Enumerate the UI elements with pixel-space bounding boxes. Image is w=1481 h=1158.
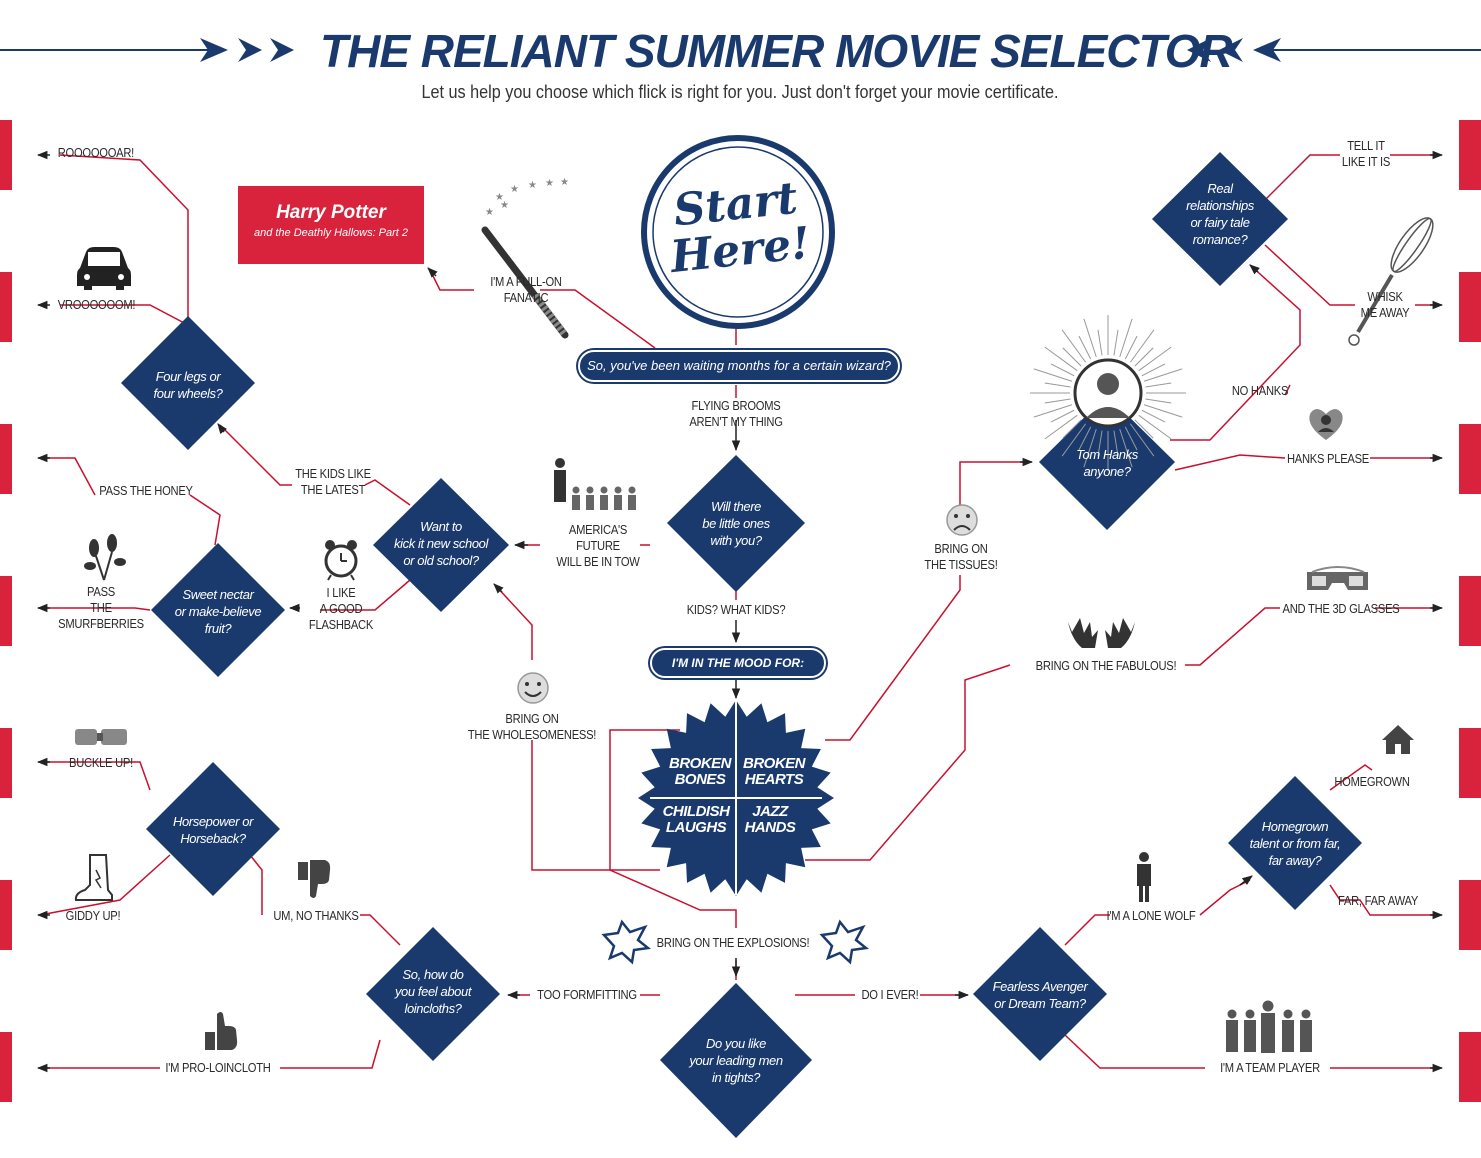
- label-too-formfitting: TOO FORMFITTING: [537, 987, 637, 1002]
- diamond-loincloths: [366, 927, 500, 1061]
- label-americas-future: AMERICA'S FUTURE WILL BE IN TOW: [556, 522, 640, 569]
- label-homegrown: HOMEGROWN: [1334, 774, 1410, 789]
- question-sweet-nectar[interactable]: Sweet nectar or make-believe fruit?: [174, 587, 262, 636]
- question-tights[interactable]: Do you like your leading men in tights?: [689, 1036, 783, 1085]
- label-fanatic: I'M A FULL-ON FANATIC: [490, 274, 562, 305]
- label-vroom: VROOOOOOM!: [57, 297, 136, 312]
- question-new-old-school[interactable]: Want to kick it new school or old school…: [394, 519, 488, 568]
- question-little-ones[interactable]: Will there be little ones with you?: [702, 499, 770, 548]
- mood-pill[interactable]: I'M IN THE MOOD FOR:: [650, 648, 826, 678]
- label-explosions: BRING ON THE EXPLOSIONS!: [656, 935, 810, 950]
- childish-laughs-option[interactable]: CHILDISH LAUGHS: [662, 803, 730, 836]
- label-kids-like-latest: THE KIDS LIKE THE LATEST: [295, 466, 371, 497]
- label-kids-what-kids: KIDS? WHAT KIDS?: [686, 602, 786, 617]
- svg-text:★: ★: [485, 207, 494, 218]
- heart-icon: [1309, 409, 1343, 440]
- diamond-new-old-school: [373, 478, 509, 612]
- question-horsepower[interactable]: Horsepower or Horseback?: [172, 814, 254, 846]
- alarm-clock-icon: [324, 540, 358, 581]
- svg-text:★: ★: [545, 178, 554, 189]
- seatbelt-icon: [75, 729, 127, 745]
- diamond-four-legs: [121, 316, 255, 450]
- flower-icon: [84, 534, 126, 581]
- label-good-flashback: I LIKE A GOOD FLASHBACK: [308, 585, 374, 632]
- left-ticket-tabs: [0, 120, 12, 1102]
- label-whisk-me: WHISK ME AWAY: [1360, 289, 1410, 320]
- diamond-sweet-nectar: [151, 543, 285, 677]
- label-hanks-please: HANKS PLEASE: [1286, 451, 1370, 466]
- label-team-player: I'M A TEAM PLAYER: [1220, 1060, 1320, 1075]
- label-wholesomeness: BRING ON THE WHOLESOMENESS!: [467, 711, 597, 742]
- whisk-icon: [1348, 217, 1434, 346]
- header-arrows-right: [1187, 38, 1481, 62]
- diamond-homegrown: [1228, 776, 1362, 910]
- question-avenger[interactable]: Fearless Avenger or Dream Team?: [992, 979, 1088, 1011]
- label-tissues: BRING ON THE TISSUES!: [924, 541, 998, 572]
- team-icon: [1226, 1000, 1312, 1053]
- jazz-hands-option[interactable]: JAZZ HANDS: [744, 803, 796, 836]
- harry-potter-subtitle: and the Deathly Hallows: Part 2: [253, 227, 409, 239]
- wand-icon: ★★★ ★★★ ★: [481, 177, 569, 339]
- explosion-icon: [601, 919, 870, 965]
- family-icon: [554, 458, 636, 510]
- label-pro-loincloth: I'M PRO-LOINCLOTH: [165, 1060, 271, 1075]
- wizard-question-pill[interactable]: So, you've been waiting months for a cer…: [578, 350, 900, 382]
- label-no-hanks: NO HANKS: [1231, 383, 1289, 398]
- label-do-i-ever: DO I EVER!: [861, 987, 919, 1002]
- label-giddy-up: GIDDY UP!: [65, 908, 121, 923]
- svg-text:★: ★: [495, 192, 504, 203]
- start-here-label: Start Here!: [668, 172, 813, 284]
- label-buckle-up: BUCKLE UP!: [69, 755, 133, 770]
- diamond-tom-hanks: [1039, 395, 1175, 530]
- right-ticket-tabs: [1459, 120, 1481, 1102]
- jazz-hands-icon: [1068, 618, 1135, 648]
- harry-potter-ticket[interactable]: Harry Potter and the Deathly Hallows: Pa…: [238, 186, 424, 264]
- diamond-real-relationships: [1152, 152, 1288, 286]
- thumbs-down-icon: [298, 860, 331, 898]
- sad-face-icon: [946, 504, 978, 536]
- label-far-away: FAR, FAR AWAY: [1337, 893, 1419, 908]
- smiley-icon: [517, 672, 549, 704]
- 3d-glasses-icon: [1307, 566, 1368, 590]
- label-fabulous: BRING ON THE FABULOUS!: [1035, 658, 1177, 673]
- label-pass-honey: PASS THE HONEY: [99, 483, 193, 498]
- question-homegrown[interactable]: Homegrown talent or from far, far away?: [1249, 819, 1341, 868]
- svg-text:★: ★: [560, 177, 569, 188]
- broken-hearts-option[interactable]: BROKEN HEARTS: [742, 755, 806, 788]
- start-circle[interactable]: [641, 135, 835, 329]
- diamond-little-ones: [667, 455, 805, 592]
- svg-text:★: ★: [510, 184, 519, 195]
- lone-wolf-icon: [1137, 852, 1151, 902]
- broken-bones-option[interactable]: BROKEN BONES: [668, 755, 732, 788]
- label-flying-brooms: FLYING BROOMS AREN'T MY THING: [689, 398, 783, 429]
- diamond-horsepower: [146, 762, 280, 896]
- harry-potter-title: Harry Potter: [276, 202, 386, 223]
- car-icon: [77, 247, 131, 290]
- label-lone-wolf: I'M A LONE WOLF: [1106, 908, 1196, 923]
- question-real-relationships[interactable]: Real relationships or fairy tale romance…: [1186, 181, 1254, 247]
- tom-hanks-portrait-icon: [1030, 315, 1186, 471]
- svg-text:★: ★: [528, 180, 537, 191]
- diamond-avenger: [973, 927, 1107, 1061]
- cowboy-boot-icon: [74, 854, 113, 901]
- page-title: THE RELIANT SUMMER MOVIE SELECTOR: [320, 25, 1233, 77]
- question-loincloths[interactable]: So, how do you feel about loincloths?: [394, 967, 472, 1016]
- connector-lines: [39, 154, 1440, 1069]
- svg-text:★: ★: [500, 200, 509, 211]
- house-icon: [1382, 725, 1414, 754]
- label-roar: ROOOOOOAR!: [57, 145, 135, 160]
- page-subtitle: Let us help you choose which flick is ri…: [421, 82, 1059, 102]
- question-four-legs[interactable]: Four legs or four wheels?: [153, 369, 223, 401]
- label-tell-it: TELL IT LIKE IT IS: [1341, 138, 1391, 169]
- label-3d-glasses: AND THE 3D GLASSES: [1282, 601, 1400, 616]
- header-arrows-left: [0, 38, 294, 62]
- thumbs-up-icon: [205, 1012, 238, 1050]
- label-pass-smurfberries: PASS THE SMURFBERRIES: [58, 584, 144, 631]
- diamond-tights: [660, 983, 812, 1138]
- label-um-no-thanks: UM, NO THANKS: [273, 908, 359, 923]
- mood-starburst: [638, 700, 834, 896]
- arrow-tips: [36, 150, 1444, 1073]
- question-tom-hanks[interactable]: Tom Hanks anyone?: [1076, 447, 1138, 479]
